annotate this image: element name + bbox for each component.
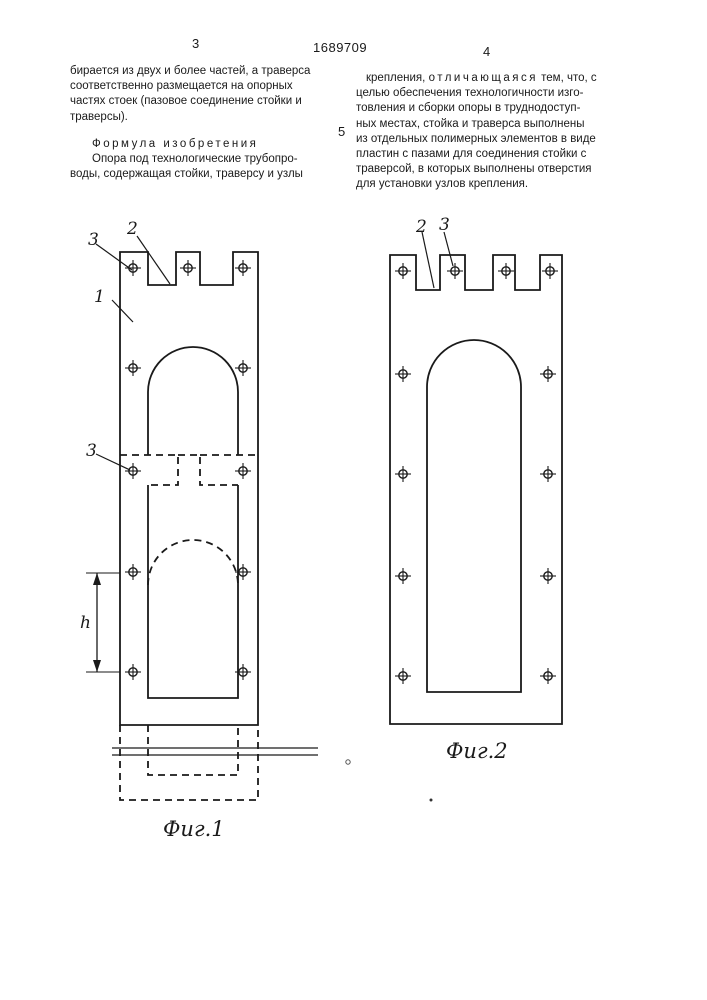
mounting-hole [395, 668, 411, 684]
lower-dashed-part [120, 725, 258, 800]
mounting-hole [540, 366, 556, 382]
mounting-hole [395, 366, 411, 382]
mounting-hole [540, 568, 556, 584]
figure-2 [390, 232, 562, 724]
leader-line [422, 232, 434, 288]
figure-1-holes [125, 260, 251, 680]
upper-window [148, 347, 238, 455]
figure-caption: Фиг.2 [446, 739, 508, 763]
mounting-hole [235, 463, 251, 479]
mounting-hole [125, 564, 141, 580]
dimension-label: h [80, 613, 91, 633]
mounting-hole [235, 260, 251, 276]
window [427, 340, 521, 692]
leader-line [444, 232, 453, 266]
label-hole: 3 [439, 215, 450, 235]
label-hole: 3 [88, 230, 99, 250]
figure-2-labels: 2 3 Фиг.2 [415, 215, 508, 763]
leader-line [96, 454, 130, 470]
mounting-hole [542, 263, 558, 279]
label-hole: 3 [86, 441, 97, 461]
figure-2-holes [395, 263, 558, 684]
figure-1 [86, 236, 318, 800]
joint-dashed-outline [120, 455, 258, 485]
mounting-hole [125, 260, 141, 276]
mounting-hole [125, 360, 141, 376]
mounting-hole [235, 360, 251, 376]
figure-caption: Фиг.1 [163, 817, 225, 841]
leader-line [112, 300, 133, 322]
leader-line [96, 244, 132, 270]
scan-speck [346, 760, 350, 764]
lower-window [148, 585, 238, 698]
scan-speck [430, 799, 433, 802]
label-slot: 2 [415, 217, 427, 237]
mounting-hole [180, 260, 196, 276]
mounting-hole [395, 263, 411, 279]
mounting-hole [395, 466, 411, 482]
mounting-hole [125, 463, 141, 479]
mounting-hole [125, 664, 141, 680]
mounting-hole [395, 568, 411, 584]
mounting-hole [540, 466, 556, 482]
dashed-arch [148, 540, 238, 585]
mounting-hole [447, 263, 463, 279]
label-slot: 2 [126, 219, 138, 239]
mounting-hole [498, 263, 514, 279]
mounting-hole [540, 668, 556, 684]
label-stand: 1 [94, 287, 105, 307]
leader-line [137, 236, 170, 284]
stand-plate-outline [390, 255, 562, 724]
